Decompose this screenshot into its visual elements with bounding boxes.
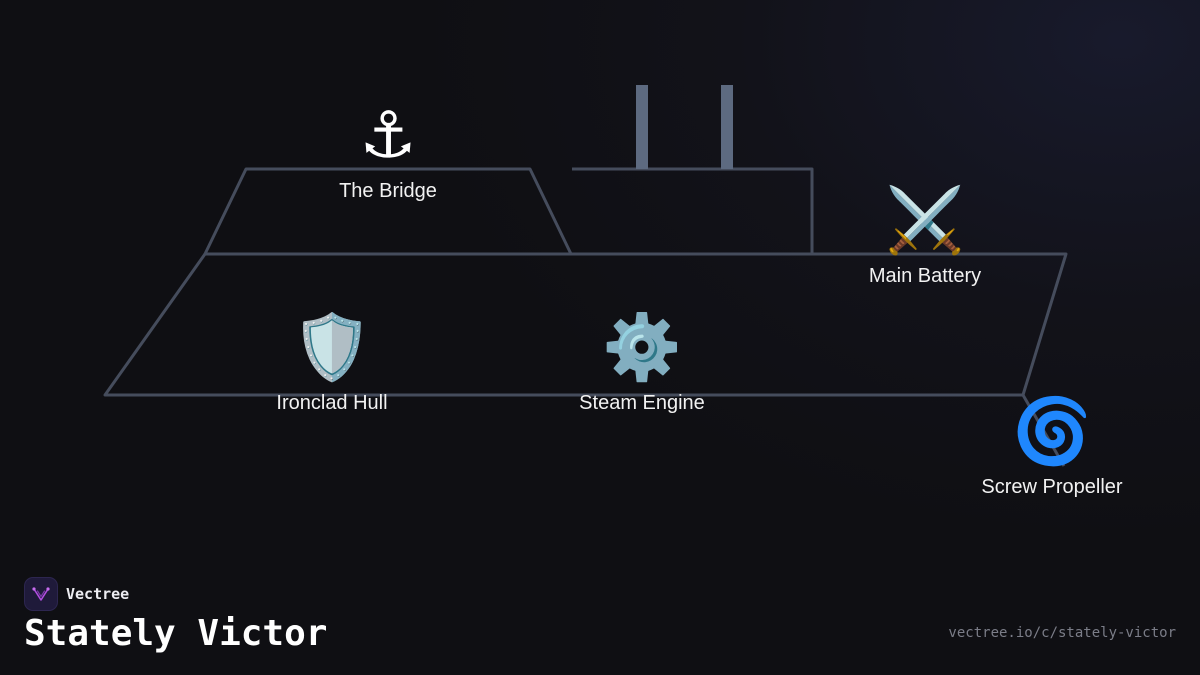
hull-label: Ironclad Hull [276, 392, 388, 414]
brand-name: Vectree [66, 585, 130, 603]
bridge-outline [203, 167, 573, 255]
crossed-swords-icon: ⚔️ [885, 184, 965, 256]
battery-label: Main Battery [868, 265, 982, 287]
propeller-shaft [1021, 394, 1066, 467]
page-url[interactable]: vectree.io/c/stately-victor [948, 625, 1176, 641]
shield-icon: 🛡️ [292, 311, 372, 383]
brand: Vectree [24, 577, 129, 611]
funnel-right [721, 85, 733, 169]
funnel-left [636, 85, 648, 169]
bridge-node[interactable]: ⚓ The Bridge [278, 99, 498, 203]
engine-node[interactable]: ⚙️ Steam Engine [532, 311, 752, 415]
bridge-label: The Bridge [339, 180, 437, 202]
deckhouse-outline [572, 167, 814, 254]
cyclone-icon: 🌀 [1012, 395, 1092, 467]
gear-icon: ⚙️ [602, 311, 682, 383]
battery-node[interactable]: ⚔️ Main Battery [815, 184, 1035, 288]
vectree-logo-icon [24, 577, 58, 611]
page-title: Stately Victor [24, 613, 328, 654]
hull-node[interactable]: 🛡️ Ironclad Hull [222, 311, 442, 415]
propeller-label: Screw Propeller [981, 476, 1123, 498]
propeller-node[interactable]: 🌀 Screw Propeller [942, 395, 1162, 499]
anchor-icon: ⚓ [359, 99, 417, 171]
engine-label: Steam Engine [579, 392, 705, 414]
